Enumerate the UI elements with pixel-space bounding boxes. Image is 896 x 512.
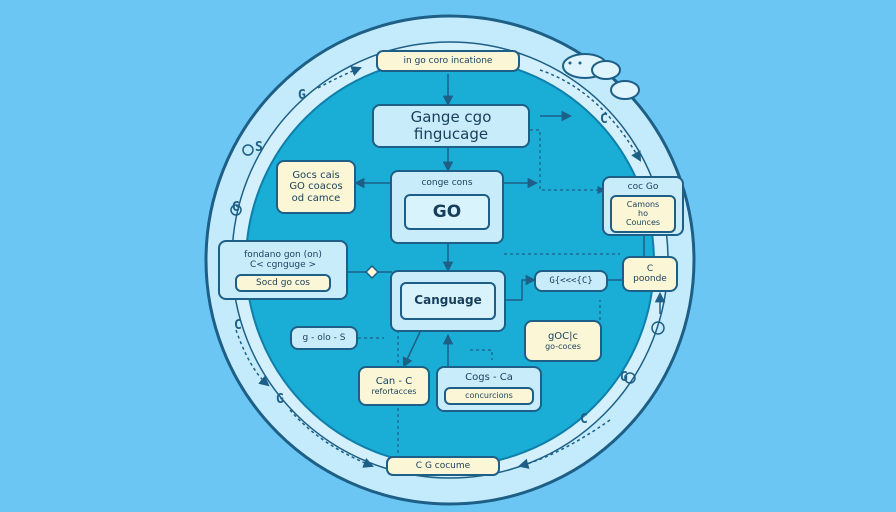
left-small-box: g - olo - S [290,326,358,350]
ring-symbol-g-left: G [232,200,240,215]
right-card-box: coc Go Camons ho Counces [602,176,684,236]
left-notes-box: Gocs cais GO coacos od camce [276,160,356,214]
ring-arrow-top-left [317,66,362,89]
title-box: Gange cgo fingucage [372,104,530,148]
ring-arrow-left [235,329,270,387]
right-card-line-3: Counces [625,217,661,227]
top-label-box: in go coro incatione [376,50,520,72]
left-notes-line-2: GO coacos [289,181,343,193]
ring-symbol-g-right: G [620,370,628,385]
gear-icon [230,144,665,384]
left-panel-inner-text: Socd go cos [256,278,310,289]
can-c-line-1: Can - C [375,375,413,387]
ring-symbol-c-right: C [234,318,242,333]
ring-symbol-c-bottom-right: C [580,412,588,427]
right-card-line-2: ho [638,208,648,218]
diamond-connector [364,264,380,280]
go-box: conge cons GO [390,170,504,244]
right-card-line-1: Camons [626,200,660,210]
edge-language-to-can-c [402,331,421,368]
go-header: conge cons [421,178,473,188]
goc-line-2: go-coces [545,342,581,352]
ring-arrow-top-right [539,69,642,162]
edge-language-to-chain [506,274,537,301]
ring-symbol-g-bottom-left: G [276,392,284,407]
left-panel-line-2: C< cgnguge > [249,260,317,270]
left-small-label: g - olo - S [302,332,346,343]
cogs-box: Cogs - Ca concurcions [436,366,542,412]
ring-symbol-g-top: G [298,88,306,103]
poonde-line-1: C [646,263,654,274]
left-panel-line-1: fondano gon (on) [244,249,322,260]
chain-label: G{<<<{C} [549,275,593,286]
cogs-inner-text: concurcions [465,390,513,400]
bottom-label-text: C G cocume [415,460,471,471]
bottom-label-box: C G cocume [386,456,500,476]
right-card-header: coc Go [627,182,659,192]
cogs-header: Cogs - Ca [465,372,513,383]
edge-dashed-right-card [530,129,606,195]
poonde-box: C poonde [622,256,678,292]
cogs-inner: concurcions [444,386,534,405]
ring-symbol-c-top-right: C [600,112,608,127]
can-c-box: Can - C refortacces [358,366,430,406]
go-label: GO [432,201,462,222]
goc-line-1: gOC|c [547,330,579,342]
ring-arrow-bottom-right [517,419,611,469]
top-label-text: in go coro incatione [403,55,493,66]
go-inner: GO [404,194,490,231]
left-panel-box: fondano gon (on) C< cgnguge > Socd go co… [218,240,348,300]
language-inner: Canguage [400,282,496,320]
left-panel-inner: Socd go cos [235,274,331,293]
left-notes-line-3: od camce [291,192,341,204]
right-card-inner: Camons ho Counces [610,195,676,234]
poonde-line-2: poonde [633,274,667,284]
title-text: Gange cgo fingucage [410,107,492,143]
chain-box: G{<<<{C} [534,270,608,292]
language-box: Canguage [390,270,506,332]
left-notes-line-1: Gocs cais [292,169,340,181]
can-c-line-2: refortacces [371,387,417,397]
edge-dashed-cogs [470,349,493,360]
ring-symbol-s-left: S [255,140,263,155]
cloud-icon [562,53,640,100]
language-label: Canguage [414,293,482,308]
goc-box: gOC|c go-coces [524,320,602,362]
